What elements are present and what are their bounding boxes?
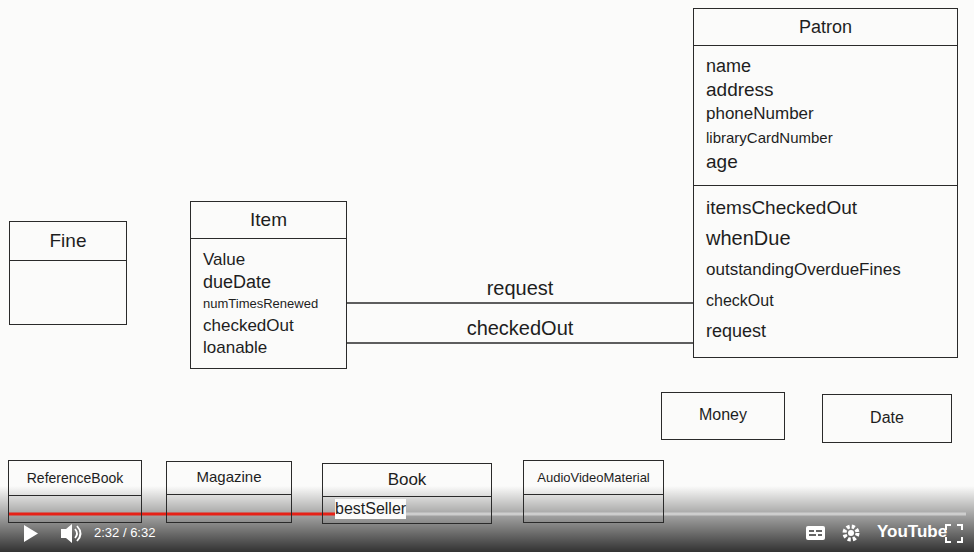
uml-class-box: AudioVideoMaterial — [523, 460, 664, 523]
class-member: itemsCheckedOut — [706, 192, 857, 223]
association-line — [347, 302, 693, 304]
uml-class-box: Book bestSeller — [322, 463, 492, 524]
class-name-compartment: Item — [191, 202, 346, 238]
class-name: AudioVideoMaterial — [537, 469, 650, 487]
class-member-compartment — [167, 494, 291, 522]
class-member: whenDue — [706, 223, 791, 254]
uml-class-box: Magazine — [166, 461, 292, 523]
class-name-compartment: Fine — [10, 222, 126, 260]
class-name-compartment: Book — [323, 464, 491, 496]
class-name: Book — [388, 470, 427, 490]
class-name: ReferenceBook — [27, 469, 124, 487]
uml-class-box: Patron nameaddressphoneNumberlibraryCardN… — [693, 8, 958, 358]
class-member: libraryCardNumber — [706, 126, 833, 150]
class-member: checkOut — [706, 285, 774, 316]
settings-gear — [845, 527, 858, 540]
play-icon — [24, 525, 38, 542]
class-member: address — [706, 78, 774, 102]
class-name-compartment: AudioVideoMaterial — [524, 461, 663, 494]
progress-played — [8, 513, 380, 516]
class-name: Item — [250, 208, 287, 232]
class-member: checkedOut — [203, 315, 294, 337]
fullscreen-icon — [946, 525, 962, 542]
progress-track — [380, 513, 966, 516]
class-member: loanable — [203, 337, 267, 359]
player-gradient — [0, 486, 974, 552]
class-member: bestSeller — [335, 499, 406, 519]
class-member-compartment — [9, 495, 141, 522]
class-name: Magazine — [196, 468, 261, 486]
volume-icon — [61, 524, 72, 543]
class-name-compartment: Date — [823, 395, 951, 442]
association-label: checkedOut — [464, 317, 577, 340]
class-member-compartment: itemsCheckedOutwhenDueoutstandingOverdue… — [694, 185, 957, 357]
subtitles-lines — [809, 531, 822, 535]
class-member: dueDate — [203, 271, 271, 293]
subtitles-icon — [806, 526, 825, 540]
class-member: outstandingOverdueFines — [706, 254, 901, 285]
class-member: name — [706, 54, 751, 78]
class-member: phoneNumber — [706, 102, 814, 126]
uml-class-box: ReferenceBook — [8, 460, 142, 523]
class-name-compartment: ReferenceBook — [9, 461, 141, 495]
class-member-compartment: bestSeller — [323, 496, 491, 523]
uml-class-box: Fine — [9, 221, 127, 325]
association-label: request — [484, 277, 557, 300]
class-member-compartment — [524, 494, 663, 522]
class-member-compartment: nameaddressphoneNumberlibraryCardNumbera… — [694, 45, 957, 185]
video-time: 2:32 / 6:32 — [94, 525, 155, 540]
settings-hub — [848, 530, 854, 536]
class-member: age — [706, 150, 738, 174]
class-name-compartment: Patron — [694, 9, 957, 45]
uml-class-box: Date — [822, 394, 952, 443]
class-name: Fine — [50, 229, 87, 253]
class-name: Money — [699, 405, 747, 425]
class-member-compartment: ValuedueDatenumTimesRenewedcheckedOutloa… — [191, 238, 346, 368]
uml-class-box: Money — [661, 392, 785, 440]
class-member-compartment — [10, 260, 126, 324]
volume-waves — [75, 526, 81, 541]
class-member: numTimesRenewed — [203, 293, 318, 315]
class-name: Patron — [799, 15, 852, 39]
association-line — [347, 342, 693, 344]
class-name: Date — [870, 408, 904, 428]
class-name-compartment: Magazine — [167, 462, 291, 494]
player-logo: YouTube — [877, 522, 947, 542]
class-name-compartment: Money — [662, 393, 784, 439]
class-member: Value — [203, 249, 245, 271]
class-member: request — [706, 316, 766, 347]
uml-class-box: ItemValuedueDatenumTimesRenewedcheckedOu… — [190, 201, 347, 369]
